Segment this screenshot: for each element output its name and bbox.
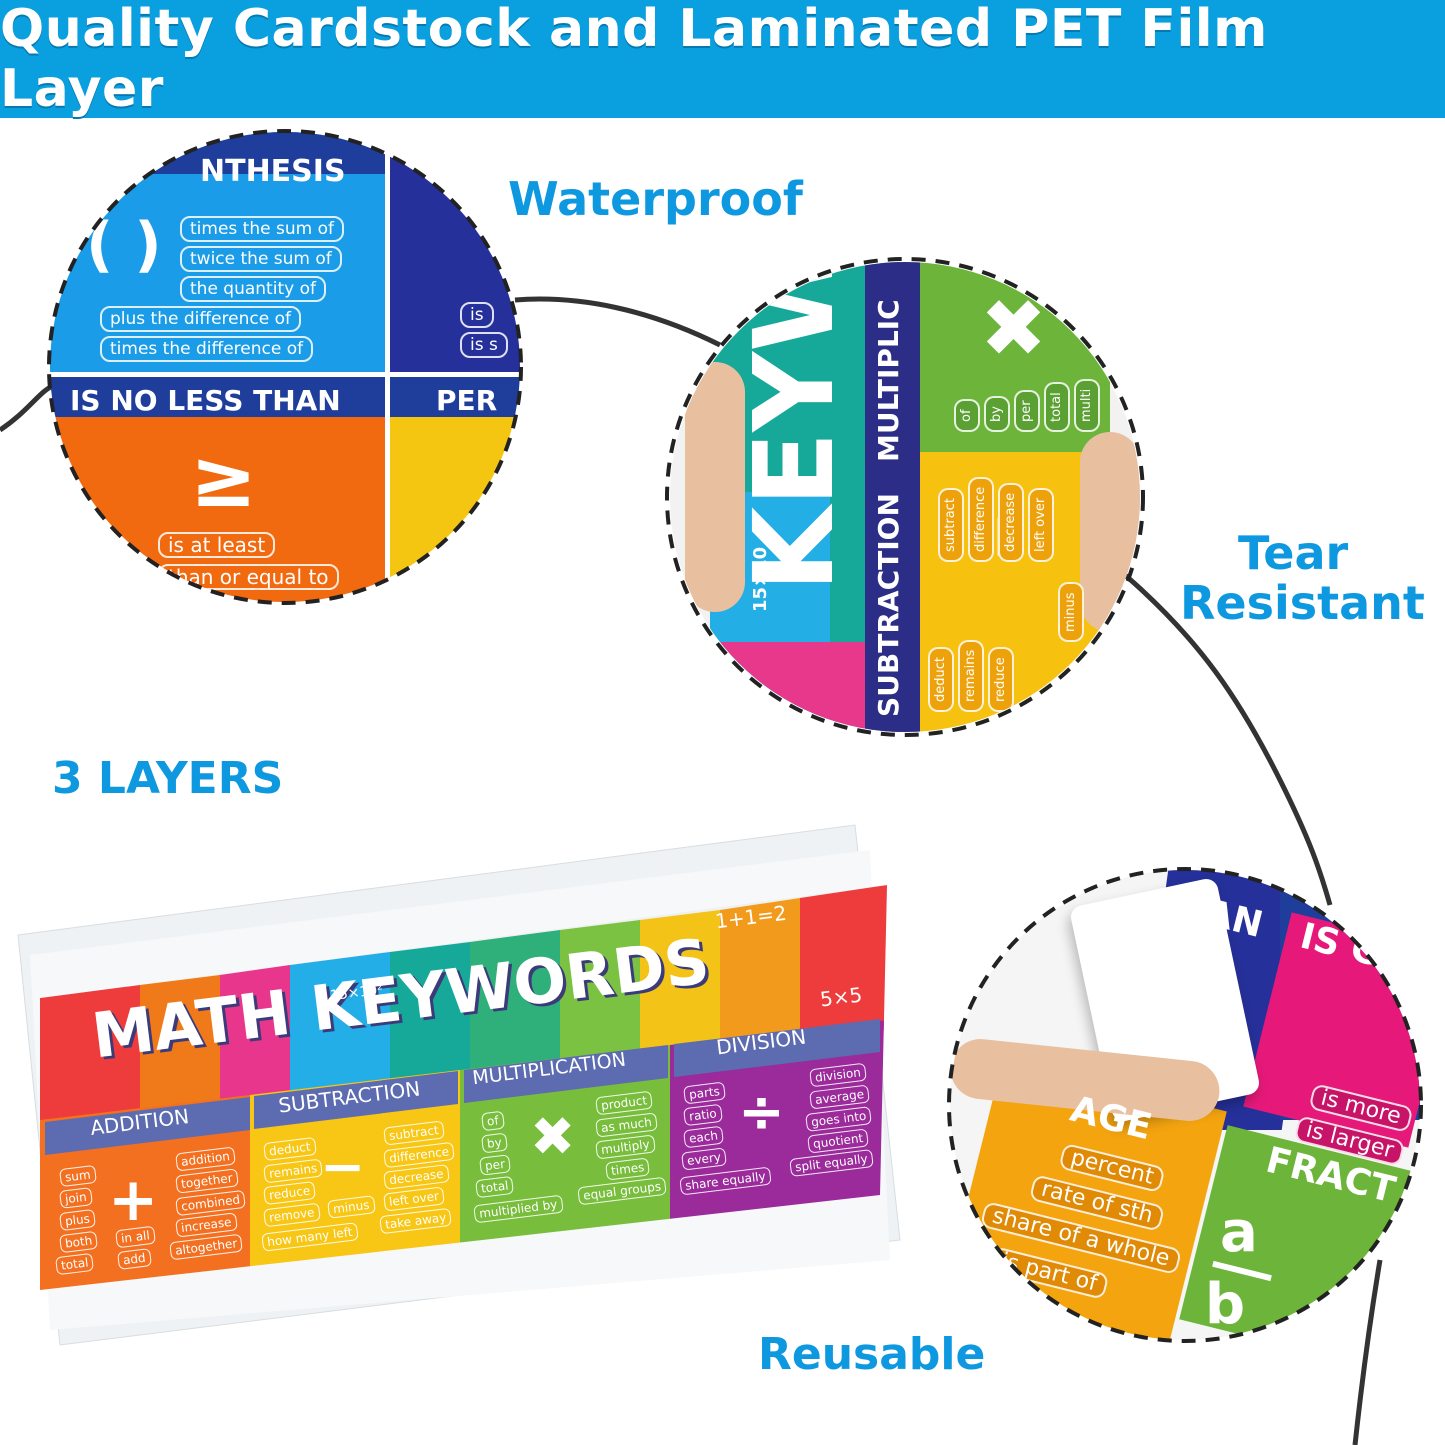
subtraction-symbol: −: [320, 1135, 366, 1198]
reusable-detail-circle: HAN IS G AGE FRACT percent rate of sth s…: [950, 870, 1420, 1340]
circle1-title-right: PER: [436, 384, 498, 417]
banner-title: Quality Cardstock and Laminated PET Film…: [0, 0, 1268, 119]
tear-resistant-label-line2: Resistant: [1180, 576, 1425, 630]
poster-doodle: 5×5: [818, 982, 864, 1012]
orange-panel-header: [50, 377, 385, 417]
waterproof-label: Waterproof: [508, 172, 803, 226]
multiplication-symbol: ✖: [530, 1105, 576, 1168]
phrase-chip: is: [460, 302, 494, 328]
yellow-panel: [390, 417, 520, 602]
navy-strip: [865, 262, 920, 732]
circle1-title-top: NTHESIS: [200, 154, 346, 189]
header-banner: Quality Cardstock and Laminated PET Film…: [0, 0, 1445, 119]
phrase-chip: times the sum of: [180, 216, 344, 242]
right-hand: [1080, 432, 1140, 632]
phrase-chip: than or equal to: [158, 564, 339, 590]
keyword-chip: per: [479, 1154, 511, 1176]
waterproof-detail-circle: NTHESIS ( ) times the sum of twice the s…: [50, 132, 520, 602]
circle1-title-mid: IS NO LESS THAN: [70, 384, 341, 417]
phrase-chip: is at least: [158, 532, 276, 558]
phrase-chip: is s: [460, 332, 508, 358]
phrase-chip: plus the difference of: [100, 306, 301, 332]
keyword-chip: of: [480, 1110, 505, 1132]
phrase-chip: twice the sum of: [180, 246, 342, 272]
keyword-chip: by: [480, 1132, 508, 1154]
reusable-label: Reusable: [758, 1329, 986, 1380]
phrase-chip: the quantity of: [180, 276, 326, 302]
three-layers-label: 3 LAYERS: [52, 753, 284, 804]
greater-equal-symbol: ≥: [190, 432, 258, 525]
keyword-chip: join: [59, 1187, 93, 1209]
phrase-chip: times the difference of: [100, 336, 314, 362]
tear-resistant-detail-circle: KEYW MULTIPLIC SUBTRACTION 15×10 ✖ − of …: [670, 262, 1140, 732]
fraction-numerator: a: [1220, 1200, 1258, 1265]
division-symbol: ÷: [738, 1080, 785, 1145]
yellow-panel-header: [390, 377, 520, 417]
left-hand: [685, 362, 745, 612]
addition-symbol: +: [108, 1165, 159, 1235]
tear-resistant-label-line1: Tear: [1238, 526, 1349, 580]
fraction-denominator: b: [1205, 1272, 1246, 1337]
